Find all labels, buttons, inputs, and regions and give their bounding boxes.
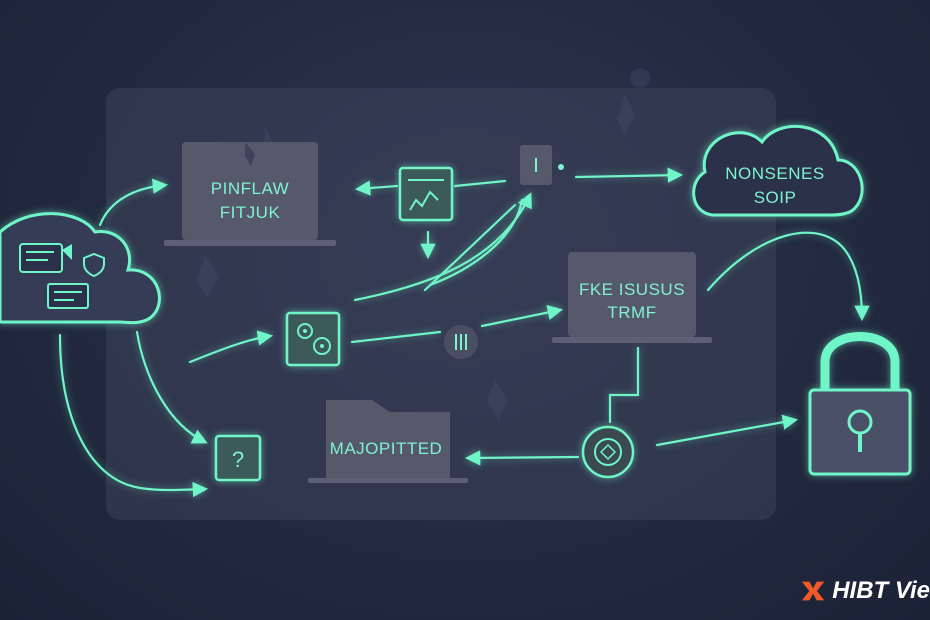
arrow-cloud-to-laptop	[98, 178, 169, 227]
arrow-coin-to-lock	[655, 414, 799, 447]
card-icon	[47, 283, 89, 309]
arrow-to-gear-box	[188, 330, 274, 364]
help-box-icon: ?	[214, 434, 262, 482]
phone-icon	[520, 145, 564, 185]
laptop-middle: FKE ISUSUS TRMF	[552, 252, 712, 343]
folder-bottom-label: MAJOPITTED	[330, 439, 443, 458]
bitcoin-icon	[444, 325, 478, 359]
cloud-left-icon	[0, 212, 161, 325]
cloud-right-line2: SOIP	[754, 188, 797, 207]
help-box-glyph: ?	[232, 447, 244, 472]
line-laptop-to-coin	[608, 346, 640, 424]
lock-icon	[808, 332, 912, 476]
cloud-right-icon: NONSENES SOIP	[692, 124, 864, 217]
laptop-top-line2: FITJUK	[220, 203, 281, 222]
coin-icon	[581, 425, 635, 479]
shield-icon	[83, 252, 105, 278]
cloud-right-line1: NONSENES	[725, 164, 824, 183]
decorative-shapes	[197, 68, 650, 420]
laptop-top: PINFLAW FITJUK	[164, 142, 336, 246]
arrow-phone-to-cloud	[574, 167, 684, 183]
brand-name: HIBT Vie	[832, 577, 930, 604]
gear-box-icon	[285, 311, 341, 367]
chat-window-icon	[19, 243, 63, 273]
folder-bottom: MAJOPITTED	[308, 400, 468, 483]
laptop-mid-line1: FKE ISUSUS	[579, 280, 685, 299]
arrow-cloud-to-help-bottom	[58, 333, 209, 498]
brand-x-icon	[801, 581, 825, 601]
laptop-top-line1: PINFLAW	[211, 179, 289, 198]
arrow-cloud-to-lock	[706, 231, 870, 322]
connector-arrows	[58, 167, 870, 498]
brand-logo: HIBT Vie	[800, 566, 930, 616]
arrow-bitcoin-to-laptop	[480, 304, 564, 328]
chart-box-icon	[398, 166, 454, 222]
arrow-chart-to-phone	[453, 179, 507, 188]
arrow-coin-to-folder	[464, 450, 580, 466]
arrow-cloud-to-help	[135, 330, 208, 444]
laptop-mid-line2: TRMF	[607, 303, 656, 322]
arrow-fork-left	[423, 203, 517, 292]
arrow-fork-right	[428, 198, 524, 287]
arrow-chart-to-laptop	[354, 180, 399, 196]
arrow-gear-to-bitcoin	[350, 330, 442, 344]
